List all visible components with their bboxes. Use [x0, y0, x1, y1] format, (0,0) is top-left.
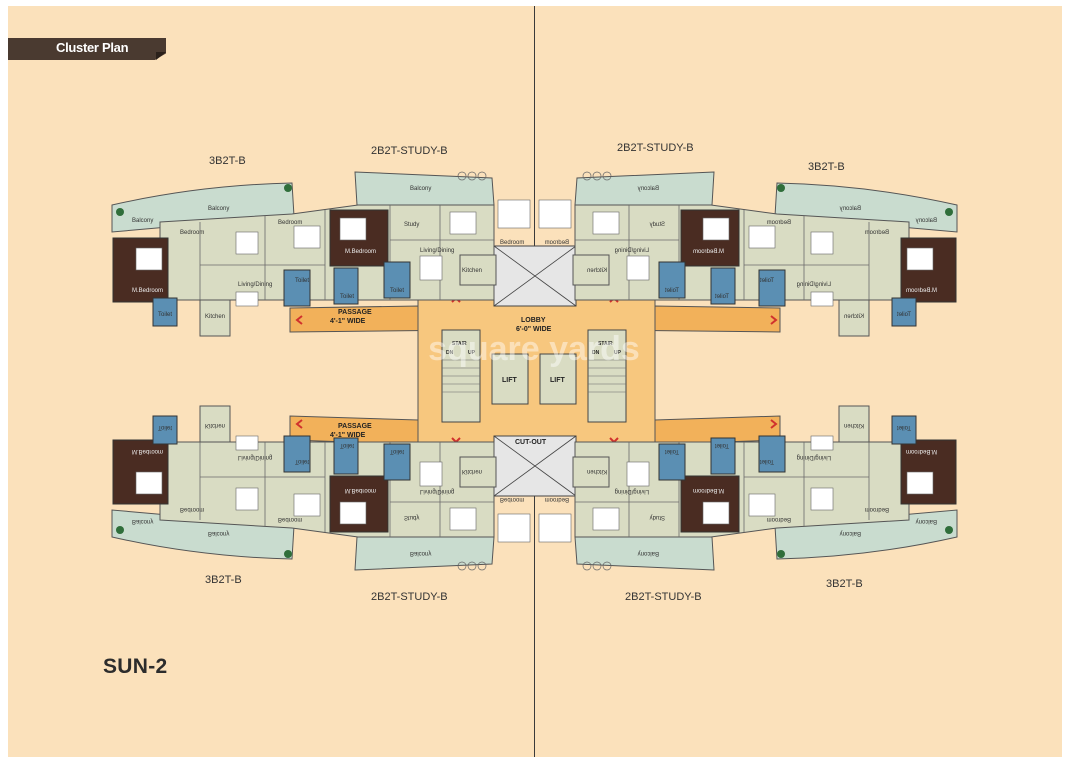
stair-right-up: UP	[614, 350, 622, 356]
lift-left-label: LIFT	[502, 377, 517, 384]
passage-top-width: 4'-1" WIDE	[330, 318, 366, 325]
unit-label-top-center-right: 2B2T-STUDY-B	[617, 142, 694, 154]
cutout-label: CUT-OUT	[515, 439, 547, 446]
unit-label-bottom-center-right: 2B2T-STUDY-B	[625, 591, 702, 603]
lift-right-label: LIFT	[550, 377, 565, 384]
watermark: square yards	[428, 330, 640, 368]
passage-bottom-label: PASSAGE	[338, 423, 372, 430]
passage-bottom-width: 4'-1" WIDE	[330, 432, 366, 439]
section-tag: Cluster Plan	[8, 38, 166, 60]
unit-label-bottom-center-left: 2B2T-STUDY-B	[371, 591, 448, 603]
unit-label-top-left: 3B2T-B	[209, 155, 246, 167]
section-tag-fold	[156, 52, 166, 60]
passage-top-label: PASSAGE	[338, 309, 372, 316]
stair-left-up: UP	[468, 350, 476, 356]
tower-title: SUN-2	[103, 655, 168, 678]
stair-right-label: STAIR	[598, 341, 613, 347]
stair-right-dn: DN	[592, 350, 600, 356]
stair-left-label: STAIR	[452, 341, 467, 347]
unit-label-bottom-right: 3B2T-B	[826, 578, 863, 590]
unit-label-top-right: 3B2T-B	[808, 161, 845, 173]
section-tag-label: Cluster Plan	[56, 40, 129, 55]
stair-left-dn: DN	[446, 350, 454, 356]
unit-label-bottom-left: 3B2T-B	[205, 574, 242, 586]
unit-label-top-center-left: 2B2T-STUDY-B	[371, 145, 448, 157]
lobby-width-label: 6'-0" WIDE	[516, 326, 552, 333]
circulation-core	[289, 245, 781, 497]
lobby-label: LOBBY	[521, 317, 546, 324]
